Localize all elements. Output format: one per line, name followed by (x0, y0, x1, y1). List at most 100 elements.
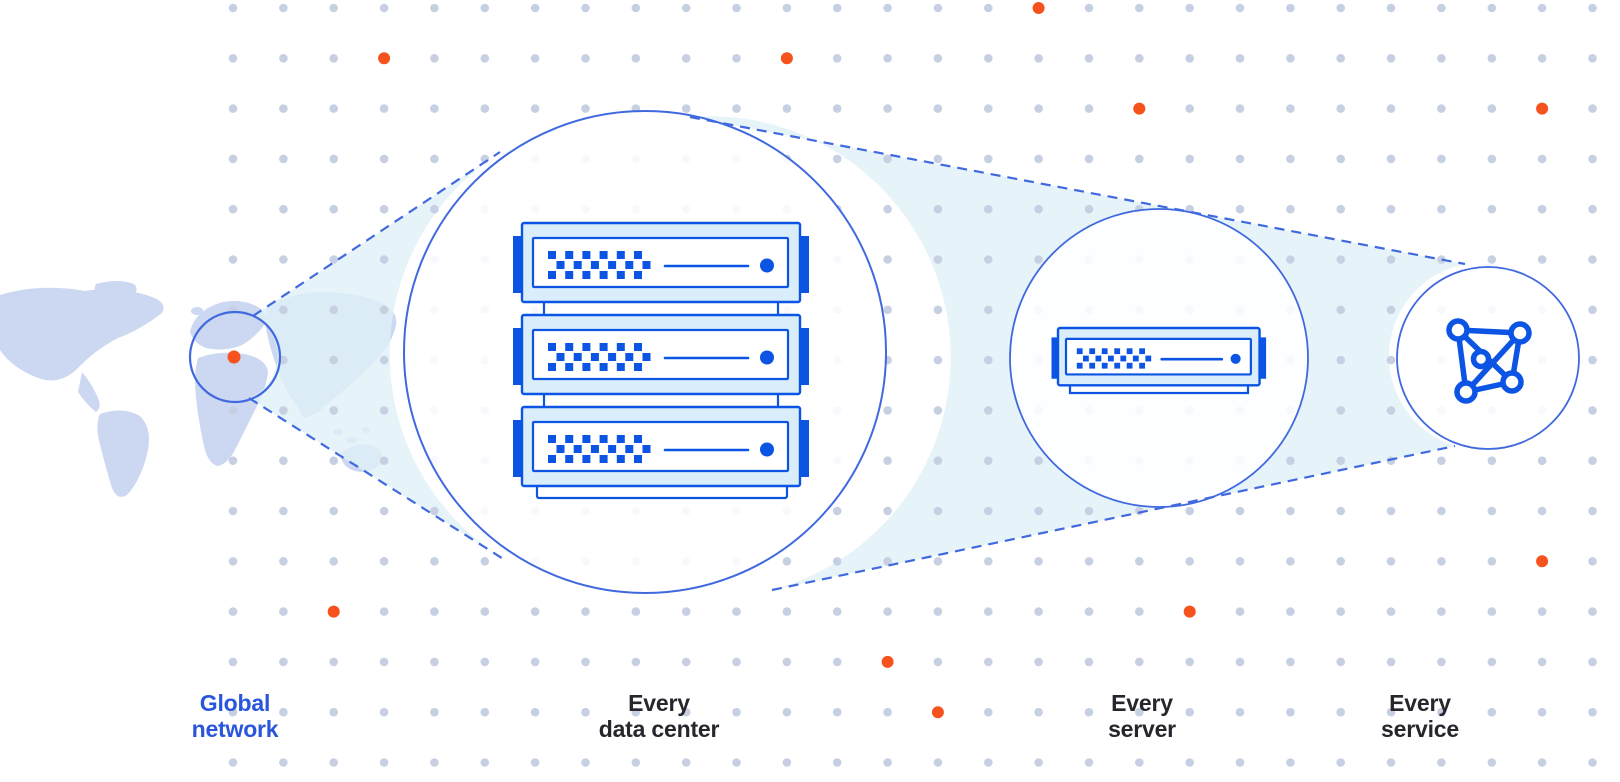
grid-dot (379, 104, 389, 113)
grid-dot (1487, 607, 1497, 616)
grid-dot (530, 54, 540, 63)
grid-dot (681, 657, 691, 667)
grid-dot (1588, 758, 1597, 767)
grid-dot (1386, 557, 1396, 566)
grid-dot (1386, 305, 1396, 315)
grid-dot (984, 607, 993, 616)
grid-dot (379, 657, 389, 667)
grid-dot (1386, 607, 1396, 616)
grid-dot (279, 456, 288, 466)
grid-dot (1084, 104, 1094, 113)
grid-dot (1537, 657, 1547, 667)
grid-dot (984, 657, 993, 667)
grid-dot (480, 557, 490, 566)
grid-dot (1235, 3, 1245, 13)
accent-dot (1536, 555, 1549, 568)
grid-dot (430, 204, 439, 214)
grid-dot (329, 758, 339, 767)
grid-dot (279, 607, 288, 616)
grid-dot (1084, 154, 1094, 164)
grid-dot (933, 305, 943, 315)
grid-dot (1588, 707, 1597, 717)
grid-dot (1034, 456, 1043, 466)
grid-dot (1286, 456, 1295, 466)
grid-dot (984, 557, 993, 566)
grid-dot (379, 506, 389, 516)
grid-dot (681, 3, 691, 13)
grid-dot (1034, 104, 1043, 113)
grid-dot (228, 204, 238, 214)
grid-dot (1487, 154, 1497, 164)
grid-dot (1588, 406, 1597, 415)
grid-dot (329, 657, 339, 667)
grid-dot (279, 355, 288, 365)
grid-dot (228, 3, 238, 13)
grid-dot (1588, 154, 1597, 164)
grid-dot (1235, 506, 1245, 516)
grid-dot (1588, 557, 1597, 566)
grid-dot (530, 3, 540, 13)
grid-dot (530, 657, 540, 667)
grid-dot (1235, 204, 1245, 214)
grid-dot (379, 607, 389, 616)
grid-dot (1034, 54, 1043, 63)
grid-dot (883, 456, 892, 466)
grid-dot (883, 204, 892, 214)
grid-dot (984, 255, 993, 264)
grid-dot (1487, 456, 1497, 466)
grid-dot (832, 657, 842, 667)
grid-dot (1588, 104, 1597, 113)
grid-dot (832, 154, 842, 164)
label-line: Every (1389, 690, 1451, 716)
grid-dot (430, 154, 439, 164)
grid-dot (1386, 506, 1396, 516)
grid-dot (933, 154, 943, 164)
grid-dot (984, 104, 993, 113)
grid-dot (1537, 154, 1547, 164)
grid-dot (1487, 557, 1497, 566)
server-unit (513, 405, 809, 488)
grid-dot (933, 54, 943, 63)
grid-dot (228, 154, 238, 164)
grid-dot (1336, 154, 1345, 164)
grid-dot (279, 707, 288, 717)
grid-dot (279, 204, 288, 214)
grid-dot (631, 54, 641, 63)
grid-dot (1386, 104, 1396, 113)
grid-dot (933, 657, 943, 667)
grid-dot (329, 506, 339, 516)
label-line: Every (1111, 690, 1173, 716)
grid-dot (480, 707, 490, 717)
grid-dot (430, 557, 439, 566)
grid-dot (832, 104, 842, 113)
grid-dot (279, 305, 288, 315)
grid-dot (279, 506, 288, 516)
grid-dot (329, 305, 339, 315)
grid-dot (1386, 204, 1396, 214)
grid-dot (1135, 3, 1144, 13)
grid-dot (1386, 707, 1396, 717)
grid-dot (1588, 456, 1597, 466)
grid-dot (1537, 54, 1547, 63)
grid-dot (1487, 3, 1497, 13)
grid-dot (1185, 758, 1194, 767)
grid-dot (1084, 557, 1094, 566)
grid-dot (1286, 204, 1295, 214)
grid-dot (1336, 104, 1345, 113)
accent-dot (1133, 102, 1146, 115)
grid-dot (1437, 456, 1446, 466)
zoom-cone-left (249, 152, 505, 560)
grid-dot (228, 758, 238, 767)
grid-dot (1437, 204, 1446, 214)
grid-dot (1034, 607, 1043, 616)
grid-dot (329, 3, 339, 13)
grid-dot (530, 707, 540, 717)
grid-dot (228, 54, 238, 63)
grid-dot (1185, 54, 1194, 63)
grid-dot (732, 104, 741, 113)
grid-dot (933, 3, 943, 13)
grid-dot (1084, 607, 1094, 616)
grid-dot (1034, 255, 1043, 264)
grid-dot (933, 506, 943, 516)
grid-dot (1336, 456, 1345, 466)
